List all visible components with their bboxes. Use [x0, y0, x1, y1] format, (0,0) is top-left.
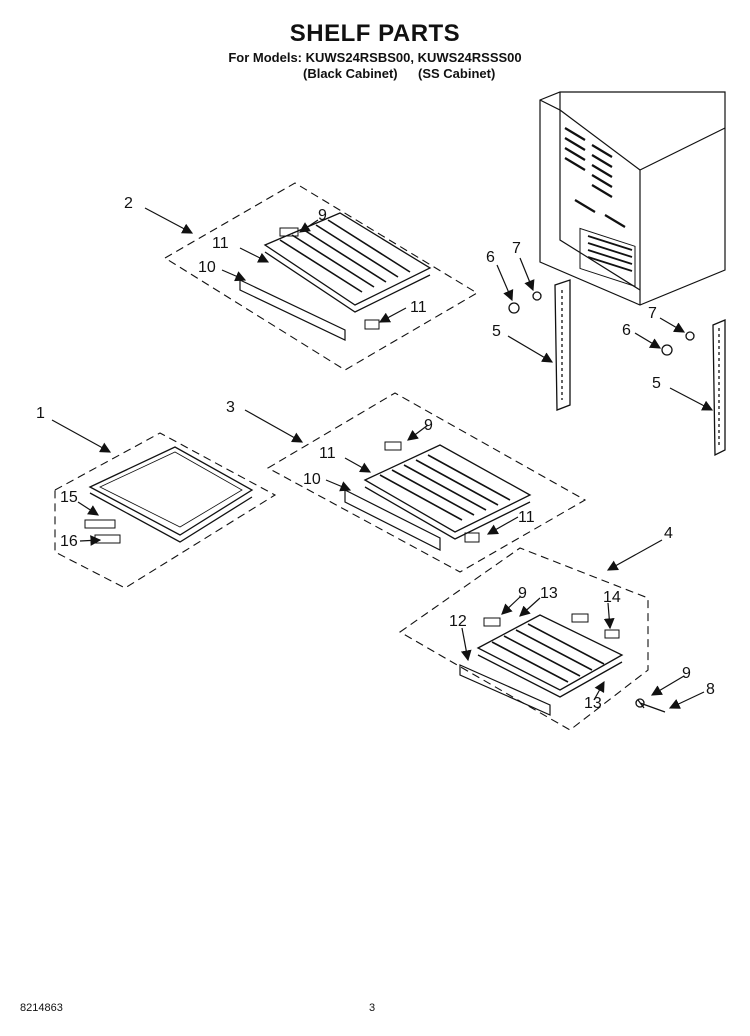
shelf-assembly-2 — [163, 182, 479, 371]
callout-12: 12 — [449, 613, 467, 630]
callout-11-middle-right: 11 — [518, 509, 535, 526]
callout-5-right: 5 — [652, 375, 661, 392]
page-title: SHELF PARTS — [289, 20, 461, 47]
callout-7-left: 7 — [512, 240, 521, 257]
models-line: For Models: KUWS24RSBS00, KUWS24RSSS00 — [228, 50, 522, 65]
callout-6-left: 6 — [486, 249, 495, 266]
rail-hardware — [508, 279, 726, 713]
callout-2: 2 — [124, 195, 133, 212]
callout-9-middle: 9 — [424, 417, 433, 434]
callout-10-top: 10 — [198, 259, 216, 276]
callout-1: 1 — [36, 405, 45, 422]
shelf-assembly-3 — [266, 392, 587, 573]
callout-labels: 2 1 3 4 5 5 6 6 7 7 8 9 9 9 9 10 10 11 1… — [36, 195, 715, 712]
callout-9-hardware: 9 — [682, 665, 691, 682]
callout-16: 16 — [60, 533, 78, 550]
callout-9-bottom: 9 — [518, 585, 527, 602]
callout-4: 4 — [664, 525, 673, 542]
cabinet-illustration — [539, 91, 726, 306]
shelf-assembly-1 — [54, 432, 277, 589]
callout-6-right: 6 — [622, 322, 631, 339]
callout-9-top: 9 — [318, 207, 327, 224]
page-number: 3 — [369, 1002, 376, 1014]
callout-8: 8 — [706, 681, 715, 698]
callout-5-left: 5 — [492, 323, 501, 340]
callout-11-top-right: 11 — [410, 299, 427, 316]
callout-10-middle: 10 — [303, 471, 321, 488]
shelf-assembly-4 — [398, 547, 649, 731]
callout-15: 15 — [60, 489, 78, 506]
callout-13-top: 13 — [540, 585, 558, 602]
callout-13-bottom: 13 — [584, 695, 602, 712]
ss-cabinet-label: (SS Cabinet) — [418, 66, 496, 81]
callout-14: 14 — [603, 589, 621, 606]
black-cabinet-label: (Black Cabinet) — [303, 66, 398, 81]
callout-11-middle-left: 11 — [319, 445, 336, 462]
callout-7-right: 7 — [648, 305, 657, 322]
leader-lines — [51, 207, 714, 709]
callout-3: 3 — [226, 399, 235, 416]
callout-11-top-left: 11 — [212, 235, 229, 252]
part-number: 8214863 — [20, 1002, 63, 1014]
